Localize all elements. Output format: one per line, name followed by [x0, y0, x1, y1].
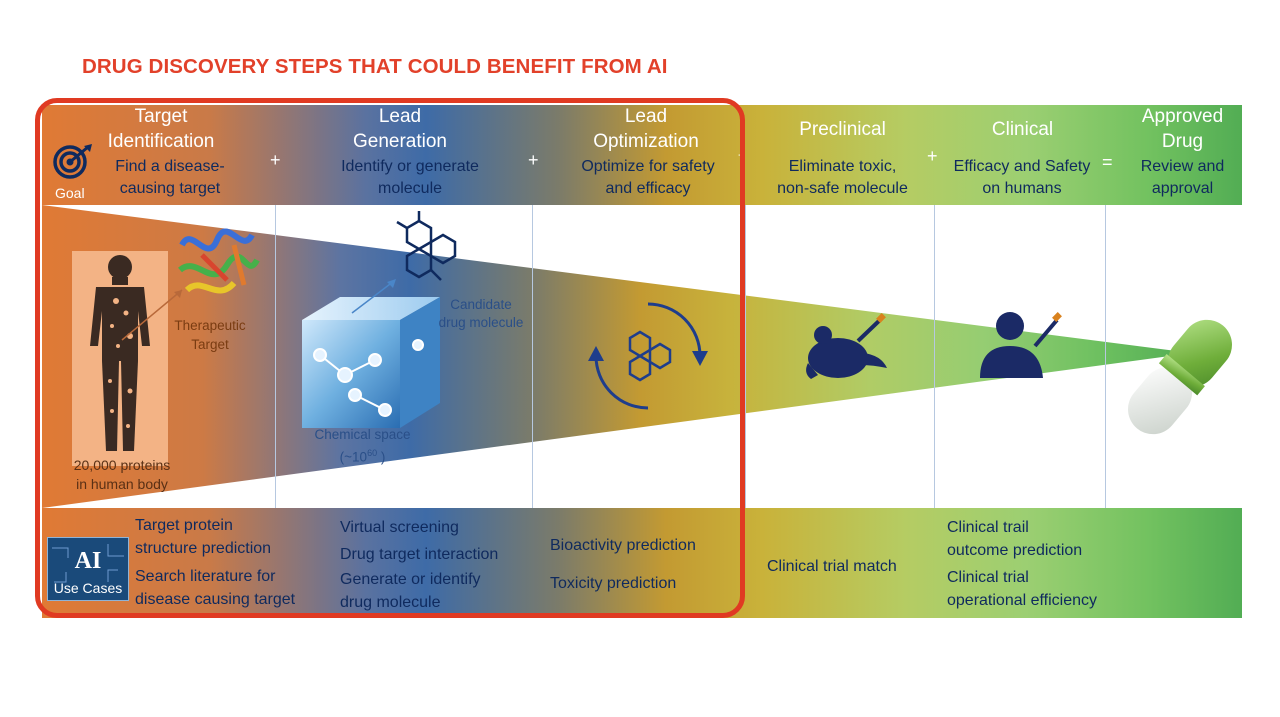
stage-header-band [42, 105, 1242, 205]
optimization-cycle-icon [588, 302, 708, 410]
pointer-arrow-icon [351, 279, 396, 314]
chemical-space-label: Chemical space (~1060 ) [314, 427, 411, 465]
stage-preclinical-title: Preclinical [799, 119, 886, 140]
column-divider [1105, 205, 1106, 508]
stage-clinical-title: Clinical [991, 119, 1054, 140]
lab-rat-icon [806, 313, 887, 379]
plus-operator: + [270, 150, 281, 170]
stage-preclinical-goal: Eliminate toxic,non-safe molecule [777, 158, 908, 197]
lead-gen-use-cases: Virtual screening Drug target interactio… [340, 519, 499, 611]
column-divider [745, 205, 746, 508]
approved-pill-icon [1128, 319, 1232, 435]
target-goal-icon [53, 144, 92, 179]
funnel-graphic [42, 205, 1192, 508]
lead-opt-use-cases: Bioactivity prediction Toxicity predicti… [550, 537, 696, 592]
ai-use-cases-badge: AI Use Cases [47, 537, 129, 601]
plus-operator: + [528, 150, 539, 170]
ai-highlight-box [35, 98, 745, 618]
column-divider [934, 205, 935, 508]
ai-badge-title: AI [74, 548, 102, 574]
ai-use-case-band [42, 508, 1242, 618]
equals-operator: = [1102, 152, 1113, 172]
stage-target-identification-goal: Find a disease-causing target [115, 158, 225, 197]
human-body-icon [90, 255, 150, 451]
chemical-space-cube [302, 297, 440, 428]
column-divider [275, 205, 276, 508]
candidate-molecule-icon [396, 211, 457, 281]
plus-operator: + [927, 146, 938, 166]
page-title: DRUG DISCOVERY STEPS THAT COULD BENEFIT … [82, 55, 668, 78]
protein-structure-icon [178, 228, 260, 294]
clinical-use-cases: Clinical trail outcome prediction Clinic… [947, 519, 1098, 609]
ai-badge-subtitle: Use Cases [53, 580, 123, 596]
preclinical-use-cases: Clinical trial match [767, 558, 897, 575]
pointer-arrow-icon [121, 289, 183, 341]
column-divider [532, 205, 533, 508]
circuit-pattern-icon [52, 544, 124, 583]
goal-label: Goal [55, 185, 85, 201]
human-trial-icon [980, 312, 1062, 378]
target-id-use-cases: Target protein structure prediction Sear… [135, 517, 296, 608]
